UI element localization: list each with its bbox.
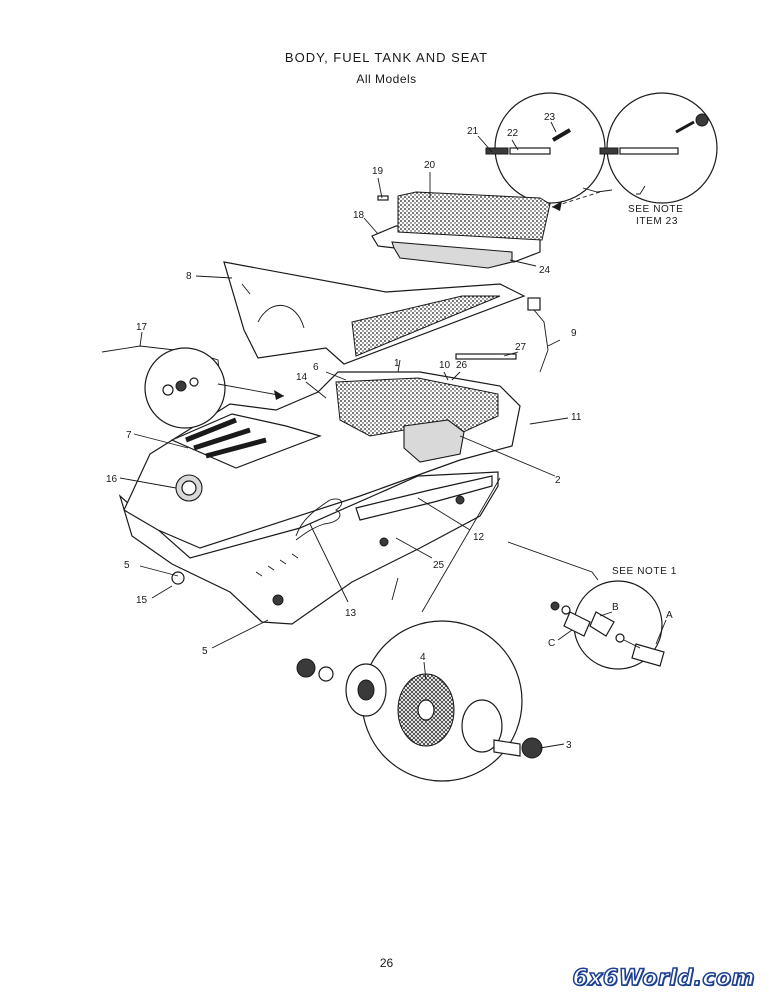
callout-10: 10 (439, 360, 451, 371)
note-1: SEE NOTE 1 (612, 566, 677, 577)
callout-5-upper: 5 (124, 560, 130, 571)
page-subtitle: All Models (356, 72, 417, 86)
seat-assembly (371, 191, 551, 269)
callout-22: 22 (507, 128, 519, 139)
callout-15: 15 (136, 595, 148, 606)
callout-5-lower: 5 (202, 646, 208, 657)
callout-24: 24 (539, 265, 551, 276)
site-watermark: 6x6World.com (572, 965, 756, 992)
callout-23: 23 (544, 112, 556, 123)
callout-18: 18 (353, 210, 365, 221)
pin-22 (509, 147, 551, 155)
callout-7: 7 (126, 430, 132, 441)
note-item23-line1: SEE NOTE (628, 204, 683, 215)
callout-8: 8 (186, 271, 192, 282)
callout-2: 2 (555, 475, 561, 486)
spring-21 (485, 147, 509, 155)
leader-lines (119, 121, 667, 749)
note-item23-line2: ITEM 23 (636, 216, 678, 227)
hinge-bracket-detail (550, 580, 665, 670)
callout-6: 6 (313, 362, 319, 373)
callout-19: 19 (372, 166, 384, 177)
detail-letter-a: A (666, 610, 673, 621)
hull-body (118, 371, 521, 625)
callout-1: 1 (394, 358, 400, 369)
detail-letter-b: B (612, 602, 619, 613)
callout-9: 9 (571, 328, 577, 339)
callout-11: 11 (571, 412, 582, 423)
callout-26: 26 (456, 360, 468, 371)
callout-4: 4 (420, 652, 426, 663)
body-panel-8 (223, 261, 526, 365)
seat-hinge-detail (485, 92, 718, 211)
tow-cable-detail (101, 345, 285, 429)
detail-letter-c: C (548, 638, 555, 649)
callout-20: 20 (424, 160, 436, 171)
callout-13: 13 (345, 608, 357, 619)
callout-27: 27 (515, 342, 527, 353)
callout-labels: 1 2 3 4 5 5 6 7 8 9 10 11 12 13 14 15 16… (106, 112, 673, 751)
page-title: BODY, FUEL TANK AND SEAT (284, 50, 489, 65)
callout-12: 12 (473, 532, 485, 543)
wheel-exploded-detail (296, 477, 599, 782)
callout-21: 21 (467, 126, 479, 137)
callout-16: 16 (106, 474, 118, 485)
callout-25: 25 (433, 560, 445, 571)
fuel-line-9 (455, 297, 549, 373)
page-number: 26 (379, 956, 394, 970)
callout-14: 14 (296, 372, 308, 383)
callout-3: 3 (566, 740, 572, 751)
callout-17: 17 (136, 322, 148, 333)
